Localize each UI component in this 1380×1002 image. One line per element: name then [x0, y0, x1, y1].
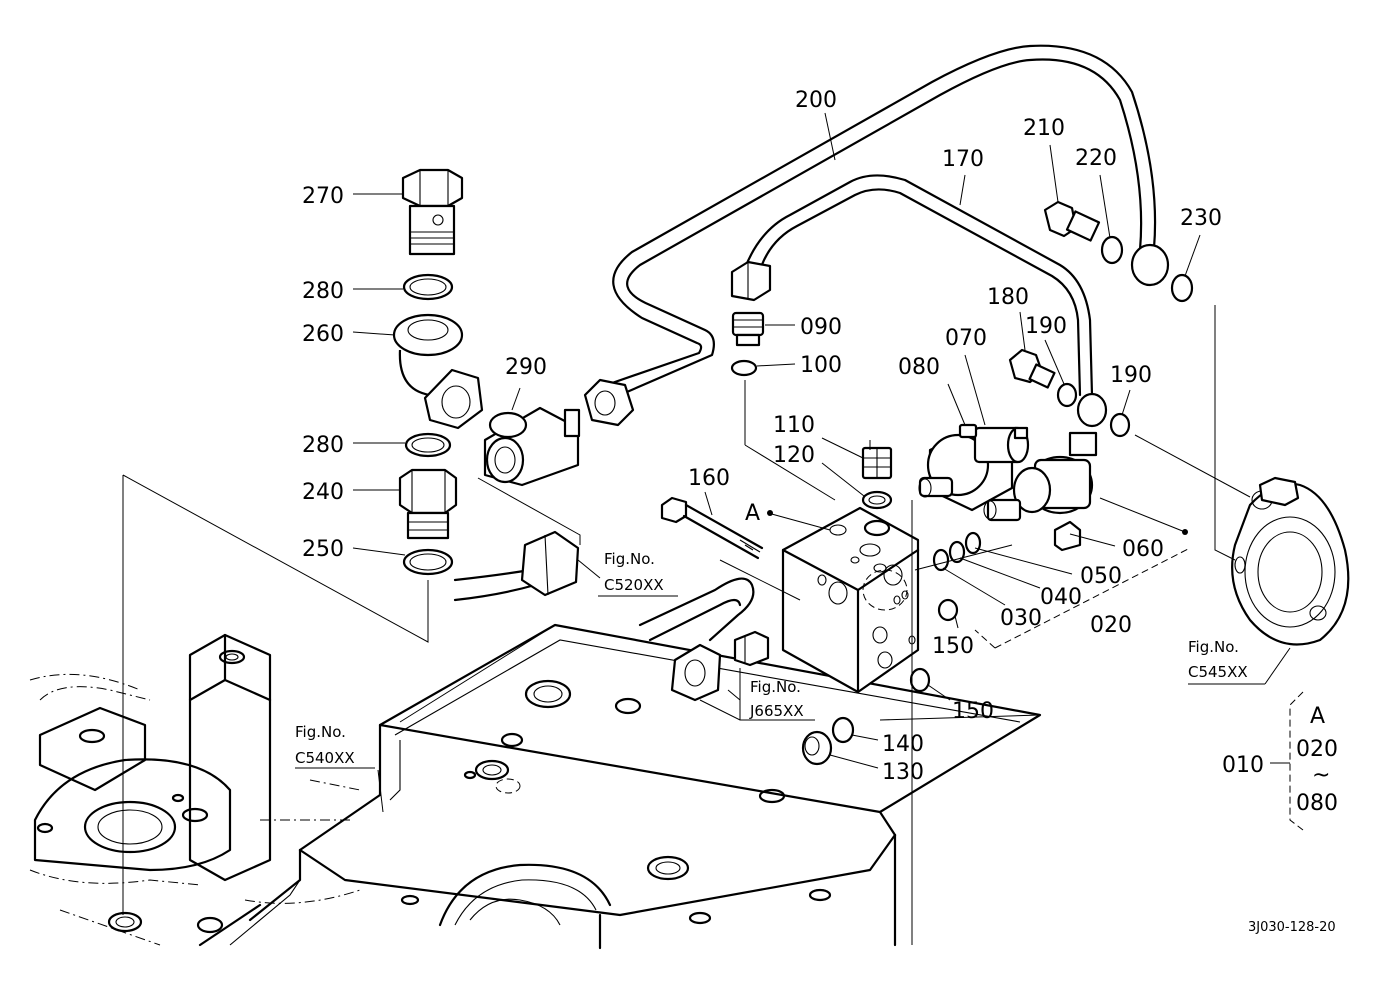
legend-range-start: 020: [1296, 737, 1338, 762]
callout-130: 130: [882, 760, 924, 785]
legend-group-letter: A: [1310, 704, 1325, 729]
oring-140: [831, 716, 855, 744]
oring-040: [948, 540, 966, 564]
svg-text:Fig.No.: Fig.No.: [750, 678, 801, 696]
svg-text:Fig.No.: Fig.No.: [1188, 638, 1239, 656]
washer-230: [1170, 273, 1194, 303]
leader-lines: [122, 112, 1291, 945]
tee-fitting-290: [483, 406, 581, 487]
callout-180: 180: [987, 285, 1029, 310]
callout-270: 270: [302, 184, 344, 209]
callout-280-mid: 280: [302, 433, 344, 458]
pipe-170: [743, 174, 1094, 397]
oring-120: [861, 490, 893, 510]
callout-200: 200: [795, 88, 837, 113]
washer-280-top: [402, 273, 454, 301]
callout-190-a: 190: [1025, 314, 1067, 339]
figure-reference-c540: Fig.No. C540XX: [295, 723, 355, 767]
legend-assembly: 010: [1222, 753, 1264, 778]
adapter-090: [731, 311, 765, 347]
adapter-240: [398, 468, 458, 540]
callout-060: 060: [1122, 537, 1164, 562]
callout-170: 170: [942, 147, 984, 172]
oring-150-upper: [937, 598, 959, 622]
legend-range-end: 080: [1296, 791, 1338, 816]
callout-240: 240: [302, 480, 344, 505]
oring-150-lower: [909, 667, 931, 693]
callout-160: 160: [688, 466, 730, 491]
valve-block: [781, 506, 920, 694]
callout-250: 250: [302, 537, 344, 562]
figure-reference-c520: Fig.No. C520XX: [604, 550, 664, 594]
legend-range-symbol: ~: [1312, 763, 1330, 788]
callout-110: 110: [773, 413, 815, 438]
svg-text:Fig.No.: Fig.No.: [604, 550, 655, 568]
callout-210: 210: [1023, 116, 1065, 141]
callout-280-top: 280: [302, 279, 344, 304]
callout-040: 040: [1040, 585, 1082, 610]
solenoid-valve-070: [918, 426, 1030, 512]
legend-bracket: [1270, 691, 1304, 831]
callout-090: 090: [800, 315, 842, 340]
transmission-housing: [29, 623, 1042, 950]
solenoid-valve-060: [983, 431, 1098, 552]
oring-030: [932, 548, 950, 572]
plug-130: [801, 730, 833, 766]
figure-reference-j665: Fig.No. J665XX: [749, 678, 804, 720]
callout-100: 100: [800, 353, 842, 378]
screw-080: [958, 423, 978, 439]
washer-220: [1100, 235, 1124, 265]
pipe-170-nut: [730, 260, 772, 302]
banjo-elbow-260: [392, 313, 484, 430]
svg-text:C520XX: C520XX: [604, 576, 664, 594]
callout-030: 030: [1000, 606, 1042, 631]
oring-100: [730, 359, 758, 377]
callout-230: 230: [1180, 206, 1222, 231]
svg-text:C545XX: C545XX: [1188, 663, 1248, 681]
oring-050: [964, 531, 982, 555]
callout-020: 020: [1090, 613, 1132, 638]
callout-080: 080: [898, 355, 940, 380]
callout-290: 290: [505, 355, 547, 380]
callout-050: 050: [1080, 564, 1122, 589]
washer-280-mid: [404, 432, 452, 458]
callout-070: 070: [945, 326, 987, 351]
callout-260: 260: [302, 322, 344, 347]
figure-reference-c545: Fig.No. C545XX: [1188, 638, 1248, 681]
banjo-bolt-270: [401, 168, 464, 256]
drawing-code: 3J030-128-20: [1248, 920, 1336, 935]
callout-120: 120: [773, 443, 815, 468]
banjo-170: [1076, 392, 1108, 428]
callout-140: 140: [882, 732, 924, 757]
svg-text:J665XX: J665XX: [749, 702, 804, 720]
banjo-bolt-180: [1008, 348, 1056, 389]
callout-labels: 270 280 260 290 280 240 250 200 170 210 …: [302, 88, 1222, 785]
callout-150-lower: 150: [952, 699, 994, 724]
callout-190-b: 190: [1110, 363, 1152, 388]
washer-250: [402, 548, 454, 576]
banjo-bolt-210: [1043, 200, 1101, 242]
adapter-110: [861, 446, 893, 480]
elbow-j665: [638, 577, 770, 702]
svg-text:Fig.No.: Fig.No.: [295, 723, 346, 741]
svg-text:C540XX: C540XX: [295, 749, 355, 767]
pipe-200: [610, 44, 1157, 397]
washer-190-a: [1056, 382, 1078, 408]
flange-c545: [1231, 476, 1350, 646]
bolt-160: [660, 496, 764, 560]
pipe-nut-290: [583, 378, 635, 427]
callout-220: 220: [1075, 146, 1117, 171]
banjo-200: [1130, 243, 1170, 287]
callout-150-upper: 150: [932, 634, 974, 659]
pipe-c520: [453, 530, 580, 602]
callout-a: A: [745, 501, 760, 526]
washer-190-b: [1109, 412, 1131, 438]
assembly-legend: 010 A 020 ~ 080: [1222, 704, 1338, 816]
